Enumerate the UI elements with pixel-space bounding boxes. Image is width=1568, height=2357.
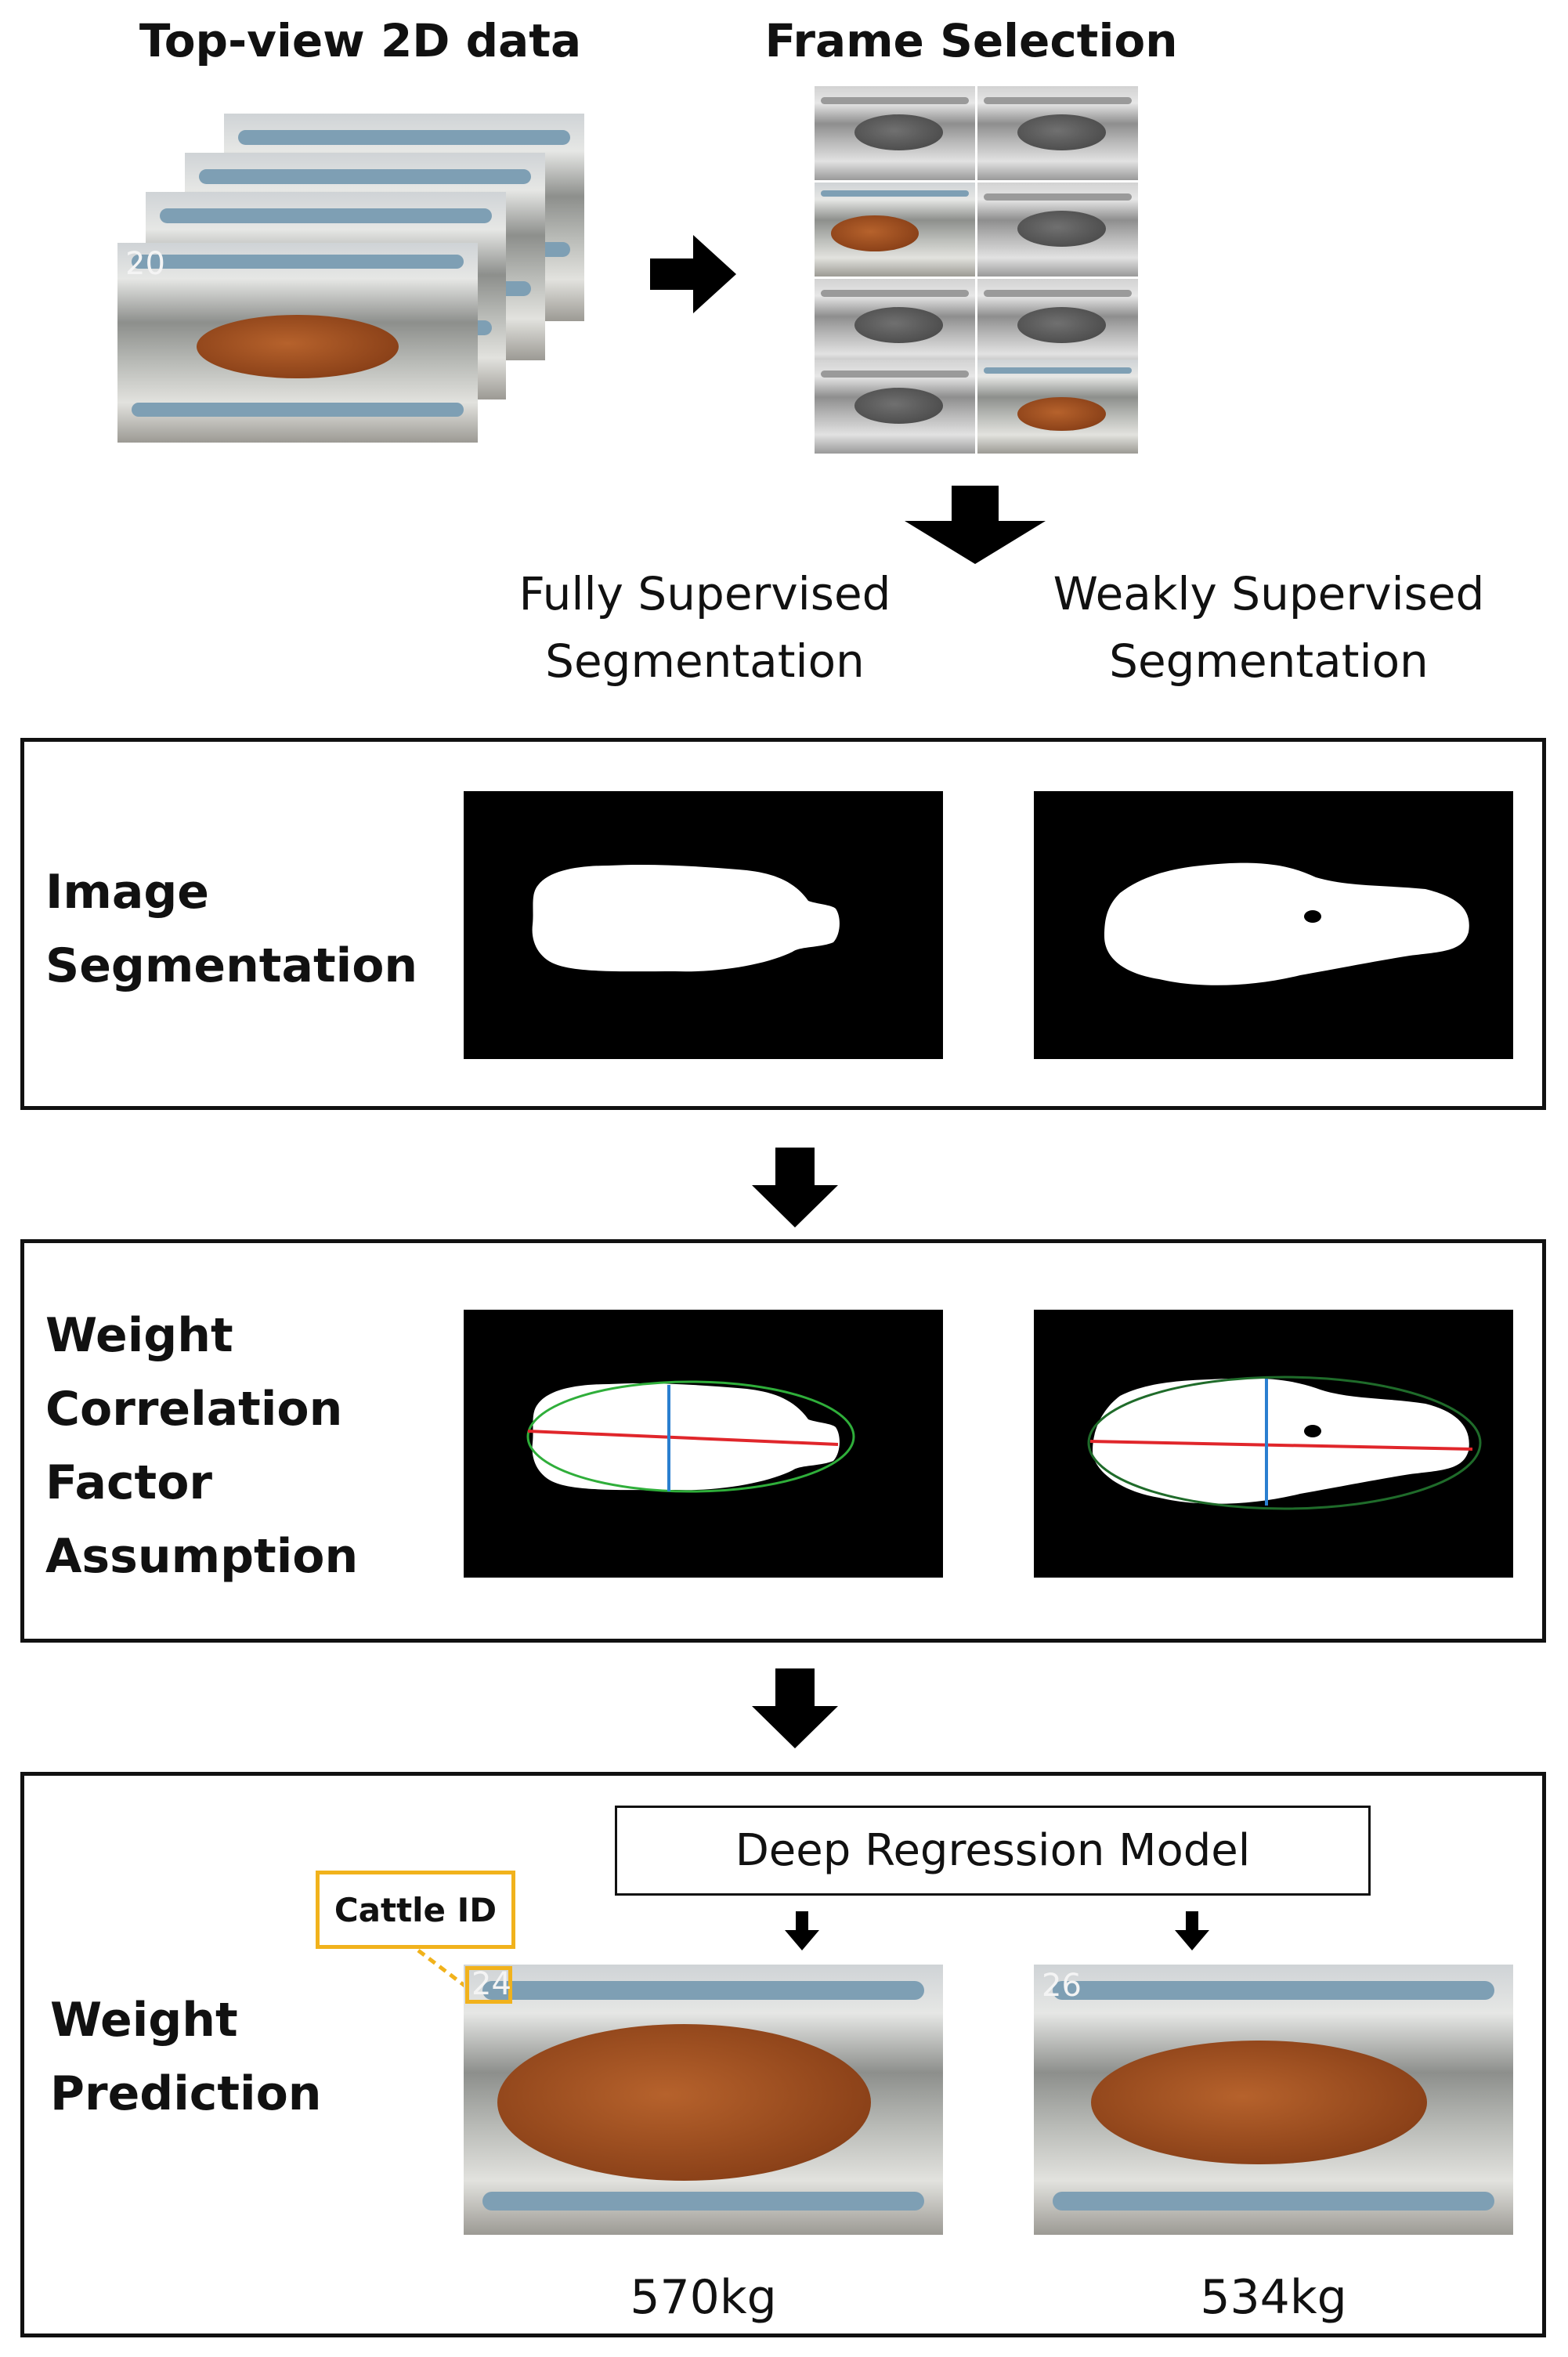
fully-segmentation-mask (464, 791, 943, 1059)
grid-frame-selected (977, 360, 1138, 454)
cattle-id-number: 26 (1042, 1968, 1082, 2004)
grid-frame (815, 279, 975, 373)
down-arrow-icon (1175, 1911, 1209, 1950)
weakly-segmentation-mask (1034, 791, 1513, 1059)
predicted-weight-left: 570kg (630, 2270, 777, 2325)
grid-frame (977, 279, 1138, 373)
fully-axis-overlay (464, 1310, 943, 1578)
grid-frame (815, 86, 975, 180)
stack-frame-1: 20 (117, 243, 478, 443)
weakly-axis-overlay (1034, 1310, 1513, 1578)
deep-regression-model-box: Deep Regression Model (615, 1806, 1371, 1896)
cattle-id-callout: Cattle ID (316, 1871, 515, 1949)
cattle-id-highlight (465, 1966, 512, 2004)
stack-title: Top-view 2D data (139, 14, 582, 67)
cattle-id-number: 24 (471, 1966, 511, 2002)
frame-selection-title: Frame Selection (764, 14, 1178, 67)
stage-title: Weight Prediction (50, 1993, 322, 2121)
grid-frame (977, 86, 1138, 180)
predicted-weight-right: 534kg (1200, 2270, 1347, 2325)
grid-frame (815, 360, 975, 454)
down-arrow-icon (752, 1668, 838, 1748)
prediction-photo-right: 26 (1034, 1965, 1513, 2235)
down-arrow-icon (905, 486, 1046, 564)
cattle-id-label: Cattle ID (334, 1890, 497, 1929)
down-arrow-icon (752, 1148, 838, 1227)
grid-frame (977, 183, 1138, 277)
fully-supervised-label: Fully Supervised Segmentation (518, 567, 891, 688)
weakly-supervised-label: Weakly Supervised Segmentation (1053, 567, 1485, 688)
stage-title: Weight Correlation Factor Assumption (45, 1308, 359, 1584)
callout-leader-line (417, 1949, 471, 1991)
stack-frame-number: 20 (125, 246, 165, 282)
down-arrow-icon (785, 1911, 819, 1950)
right-arrow-icon (650, 235, 736, 313)
grid-frame-selected (815, 183, 975, 277)
prediction-photo-left: 24 (464, 1965, 943, 2235)
stage-title: Image Segmentation (45, 865, 418, 993)
deep-regression-model-label: Deep Regression Model (735, 1825, 1251, 1876)
